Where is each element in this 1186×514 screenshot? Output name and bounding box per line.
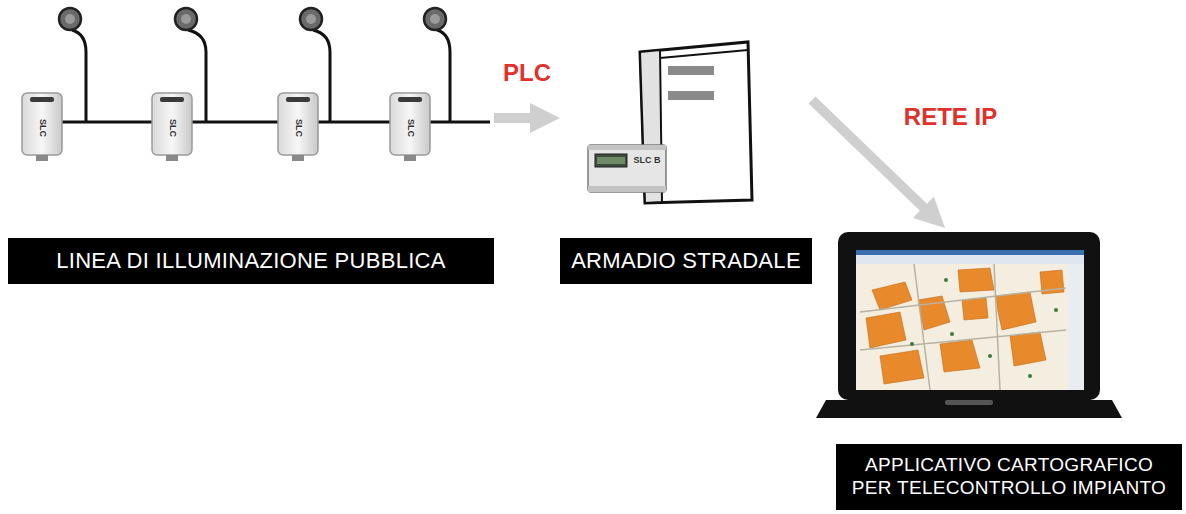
laptop (816, 232, 1122, 418)
flow-arrow (494, 113, 560, 123)
slc-module (152, 93, 192, 161)
map-streets (860, 264, 1066, 390)
device-label: SLC (38, 119, 47, 137)
labelled-block: ARMADIO STRADALE (560, 36, 812, 284)
band-stack: APPLICATIVO CARTOGRAFICO PER TELECONTROL… (836, 444, 1182, 510)
band-stack: ARMADIO STRADALE (560, 238, 812, 284)
label-band: LINEA DI ILLUMINAZIONE PUBBLICA (8, 238, 494, 284)
lighting-line (22, 8, 490, 161)
band-stack: LINEA DI ILLUMINAZIONE PUBBLICA (8, 238, 494, 284)
device-label: SLC (294, 119, 303, 137)
label-band: APPLICATIVO CARTOGRAFICO PER TELECONTROL… (836, 444, 1182, 510)
labelled-block: LINEA DI ILLUMINAZIONE PUBBLICA (8, 8, 494, 284)
device-label: SLC (168, 119, 177, 137)
slc-module (22, 93, 62, 161)
slc-module (278, 93, 318, 161)
band-text: ARMADIO STRADALE (571, 248, 801, 274)
device-label: SLC (406, 119, 415, 137)
map (866, 268, 1064, 384)
band-text: APPLICATIVO CARTOGRAFICO PER TELECONTROL… (849, 454, 1168, 500)
labelled-block: APPLICATIVO CARTOGRAFICO PER TELECONTROL… (836, 228, 1182, 510)
label-band: ARMADIO STRADALE (560, 238, 812, 284)
street-lamp (59, 8, 86, 122)
slc-b-controller (588, 145, 666, 192)
link-label: RETE IP (901, 104, 1000, 130)
link-label: PLC (500, 60, 554, 86)
cabinet-slot (668, 91, 714, 100)
cabinet-slot (668, 66, 714, 75)
band-text: LINEA DI ILLUMINAZIONE PUBBLICA (56, 248, 446, 274)
device-label: SLC B (634, 156, 661, 165)
map-points (910, 278, 1058, 378)
slc-module (390, 93, 430, 161)
